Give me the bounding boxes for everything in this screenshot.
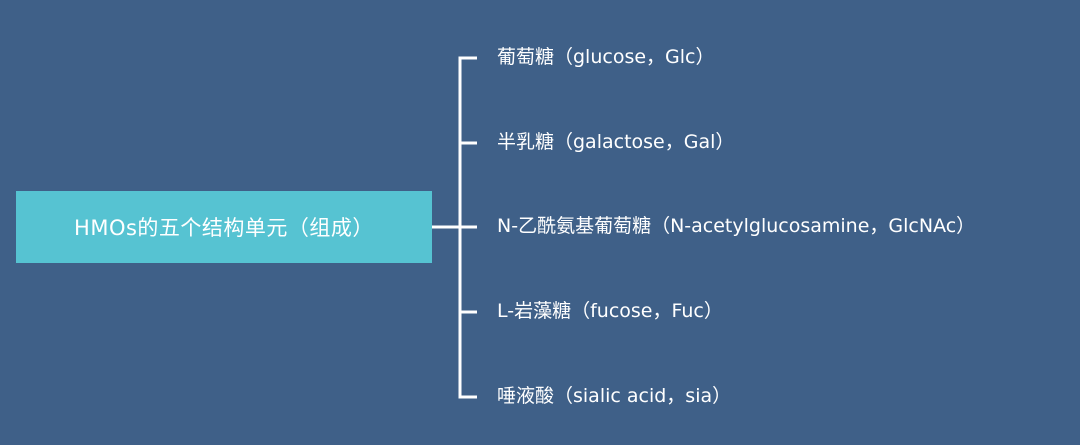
branch-sialic-acid: 唾液酸（sialic acid，sia）	[497, 385, 732, 407]
root-node: HMOs的五个结构单元（组成）	[16, 191, 432, 263]
branch-fucose: L-岩藻糖（fucose，Fuc）	[497, 300, 723, 322]
root-node-label: HMOs的五个结构单元（组成）	[74, 216, 374, 240]
branch-glucose: 葡萄糖（glucose，Glc）	[497, 46, 715, 68]
branch-glcnac: N-乙酰氨基葡萄糖（N-acetylglucosamine，GlcNAc）	[497, 215, 976, 237]
branch-galactose: 半乳糖（galactose，Gal）	[497, 131, 735, 153]
